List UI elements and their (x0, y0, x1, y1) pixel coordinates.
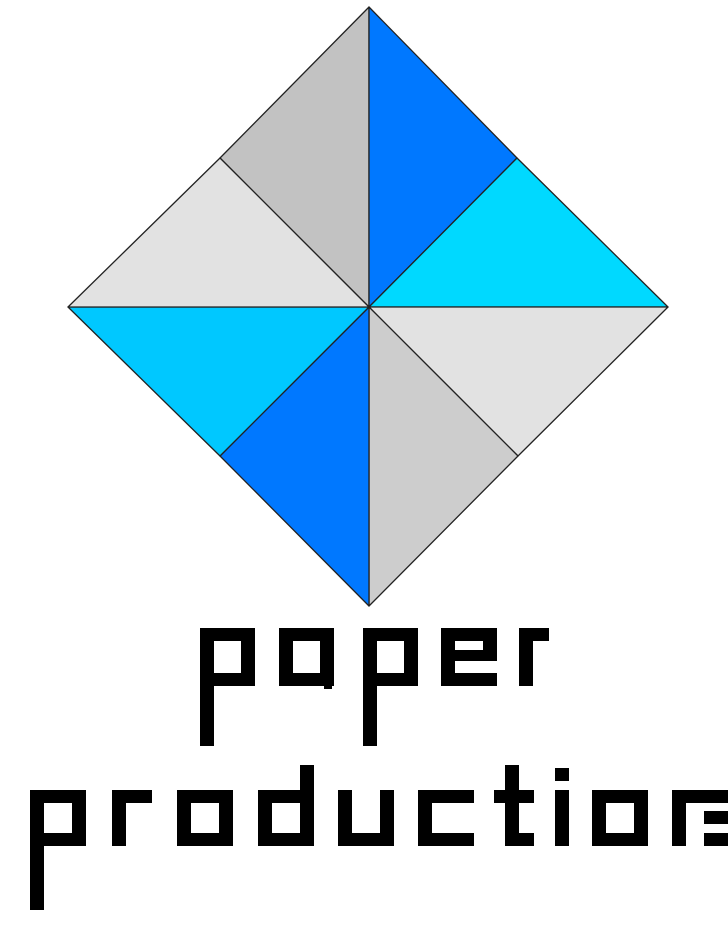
wordmark-stroke-17 (441, 673, 497, 686)
wordmark-stroke-50 (672, 790, 712, 803)
wordmark-stroke-30 (258, 790, 272, 846)
wordmark-stroke-20 (30, 790, 44, 910)
wordmark-stroke-16 (483, 628, 497, 650)
facet-left-upper-light (67, 157, 370, 308)
wordmark-stroke-36 (380, 790, 394, 846)
wordmark-stroke-12 (363, 673, 418, 686)
wordmark-stroke-32 (300, 765, 314, 846)
wordmark-stroke-11 (404, 628, 418, 686)
wordmark-stroke-15 (441, 650, 497, 661)
wordmark-stroke-38 (418, 790, 432, 846)
wordmark-stroke-47 (634, 790, 648, 846)
pinwheel-diamond-emblem (67, 6, 669, 607)
wordmark-stroke-2 (241, 628, 255, 686)
wordmark-stroke-34 (338, 790, 352, 846)
wordmark-stroke-29 (177, 833, 233, 846)
wordmark-stroke-3 (200, 673, 255, 686)
wordmark-stroke-7 (320, 628, 334, 686)
wordmark-stroke-9 (363, 628, 377, 746)
wordmark-stroke-33 (258, 790, 314, 803)
wordmark-stroke-39 (418, 833, 474, 846)
wordmark-stroke-43 (555, 768, 569, 781)
wordmark-stroke-51 (704, 790, 728, 846)
wordmark-stroke-23 (30, 833, 86, 846)
wordmark-stroke-25 (112, 790, 152, 803)
wordmark-stroke-18 (519, 628, 533, 686)
wordmark-stroke-48 (592, 833, 648, 846)
wordmark-stroke-0 (200, 628, 214, 746)
wordmark-stroke-41 (494, 790, 534, 803)
wordmark-stroke-42 (505, 833, 534, 846)
wordmark-stroke-49 (672, 790, 686, 846)
wordmark-stroke-46 (592, 790, 606, 846)
wordmark-pixel-lettering (30, 628, 728, 910)
wordmark-counter-1 (704, 824, 728, 833)
wordmark-counter-0 (704, 803, 728, 811)
wordmark-stroke-27 (177, 790, 191, 846)
wordmark-stroke-22 (72, 790, 86, 846)
wordmark-stroke-24 (112, 790, 126, 846)
wordmark-stroke-28 (219, 790, 233, 846)
wordmark-stroke-44 (555, 790, 569, 846)
wordmark-stroke-8 (324, 681, 332, 689)
wordmark-stroke-5 (279, 628, 293, 686)
wordmark-stroke-19 (519, 628, 549, 641)
wordmark-stroke-40 (505, 765, 519, 846)
